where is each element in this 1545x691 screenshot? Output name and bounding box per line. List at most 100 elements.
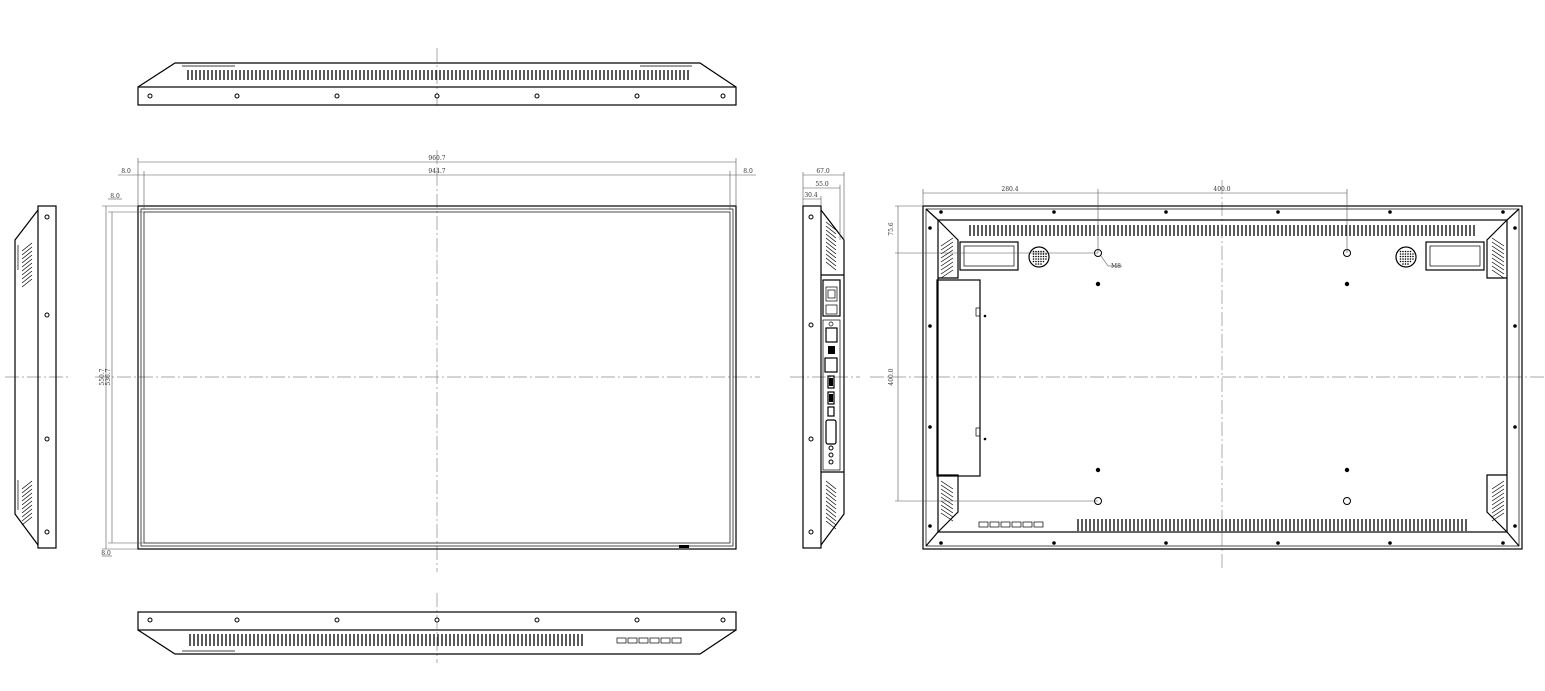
speaker-dot bbox=[1035, 253, 1037, 255]
screw-hole bbox=[534, 93, 540, 99]
vent-line bbox=[21, 270, 33, 280]
screw-hole bbox=[720, 617, 726, 623]
vent-line bbox=[21, 242, 33, 252]
vent-line bbox=[940, 500, 954, 510]
power-inlet bbox=[825, 286, 838, 302]
speaker-dot bbox=[1407, 253, 1409, 255]
vent-line bbox=[21, 258, 33, 268]
speaker-dot bbox=[1399, 250, 1402, 253]
speaker-dot bbox=[1409, 258, 1412, 260]
speaker-dot bbox=[1042, 255, 1045, 258]
screw-hole bbox=[334, 93, 340, 99]
screw-hole bbox=[939, 210, 943, 214]
dim-rear-vesa-height: 400.0 bbox=[888, 368, 895, 385]
power-led bbox=[679, 545, 689, 548]
vent-line bbox=[825, 253, 837, 263]
vent-line bbox=[21, 504, 33, 514]
vent-line bbox=[1491, 504, 1505, 514]
left-side-view bbox=[14, 205, 57, 549]
speaker-dot bbox=[1402, 258, 1404, 260]
vent-line bbox=[21, 480, 33, 490]
rear-screw-holes bbox=[928, 210, 1517, 545]
speaker-dot bbox=[1399, 255, 1402, 258]
vent-line bbox=[1491, 508, 1505, 518]
speaker-dot bbox=[1037, 258, 1040, 260]
right-side-holes bbox=[808, 214, 814, 535]
speaker-dot bbox=[1407, 250, 1409, 253]
vent-line bbox=[940, 269, 954, 279]
vga-port bbox=[825, 419, 837, 445]
rear-handle-left bbox=[959, 241, 1019, 271]
speaker-dot bbox=[1407, 255, 1409, 258]
screw-hole bbox=[234, 93, 240, 99]
speaker-dot bbox=[1040, 263, 1042, 265]
vent-line bbox=[1491, 245, 1505, 255]
speaker-ring bbox=[1028, 246, 1050, 268]
vent-line bbox=[940, 484, 954, 494]
speaker-dot bbox=[1404, 250, 1407, 253]
dim-overall-height: 550.7 bbox=[99, 368, 106, 385]
speaker-dot bbox=[1407, 263, 1409, 265]
screw-hole bbox=[928, 524, 932, 528]
bottom-view bbox=[137, 611, 737, 655]
vent-line bbox=[1491, 261, 1505, 271]
vent-line bbox=[21, 250, 33, 260]
control-button bbox=[671, 637, 682, 644]
control-button bbox=[989, 521, 1000, 528]
dim-left-bezel: 8.0 bbox=[121, 168, 131, 175]
dvi-port bbox=[827, 406, 835, 417]
vent-line bbox=[1491, 237, 1505, 247]
vent-line bbox=[1491, 500, 1505, 510]
vent-line bbox=[21, 274, 33, 284]
screw-hole bbox=[44, 312, 50, 318]
speaker-dot bbox=[1040, 253, 1042, 255]
power-switch bbox=[825, 304, 838, 315]
vent-line bbox=[21, 508, 33, 518]
speaker-dot bbox=[1407, 260, 1409, 263]
screw-hole bbox=[1501, 541, 1505, 545]
screw-hole bbox=[808, 322, 814, 328]
vent-line bbox=[940, 257, 954, 267]
bottom-view-vent-slots bbox=[189, 634, 583, 646]
speaker-dot bbox=[1399, 253, 1402, 255]
speaker-dot bbox=[1042, 253, 1045, 255]
vent-line bbox=[940, 512, 954, 522]
vent-line bbox=[1491, 253, 1505, 263]
control-button bbox=[1022, 521, 1033, 528]
speaker-dot bbox=[1404, 253, 1407, 255]
vent-line bbox=[825, 480, 837, 490]
top-view-holes bbox=[147, 93, 726, 99]
top-view bbox=[137, 62, 737, 106]
vent-line bbox=[940, 261, 954, 271]
dim-rear-vesa-width: 400.0 bbox=[1213, 186, 1230, 193]
vent-line bbox=[21, 278, 33, 288]
vent-line bbox=[1491, 249, 1505, 259]
vent-line bbox=[825, 500, 837, 510]
screw-hole bbox=[928, 226, 932, 230]
vent-line bbox=[825, 516, 837, 526]
bottom-view-buttons bbox=[616, 637, 682, 644]
dim-overall-width: 960.7 bbox=[428, 155, 445, 162]
screw-hole bbox=[1276, 210, 1280, 214]
vent-line bbox=[21, 484, 33, 494]
dim-right-bezel: 8.0 bbox=[743, 168, 753, 175]
vent-line bbox=[1491, 241, 1505, 251]
front-view: 960.7 944.7 8.0 8.0 8.0 8.0 550.7 536.7 bbox=[99, 155, 756, 557]
vent-line bbox=[1491, 269, 1505, 279]
hdmi-port-1 bbox=[827, 375, 835, 389]
vent-line bbox=[21, 500, 33, 510]
screw-hole bbox=[1501, 210, 1505, 214]
speaker-dot bbox=[1409, 250, 1412, 253]
dim-active-width: 944.7 bbox=[428, 168, 445, 175]
screw-hole bbox=[434, 617, 440, 623]
speaker-dot bbox=[1409, 255, 1412, 258]
vent-line bbox=[825, 249, 837, 259]
vent-line bbox=[940, 488, 954, 498]
speaker-dot bbox=[1402, 250, 1404, 253]
vent-line bbox=[1491, 480, 1505, 490]
bottom-view-holes bbox=[147, 617, 726, 623]
vent-line bbox=[1491, 488, 1505, 498]
control-button bbox=[1033, 521, 1044, 528]
vent-line bbox=[940, 237, 954, 247]
vent-line bbox=[940, 504, 954, 514]
